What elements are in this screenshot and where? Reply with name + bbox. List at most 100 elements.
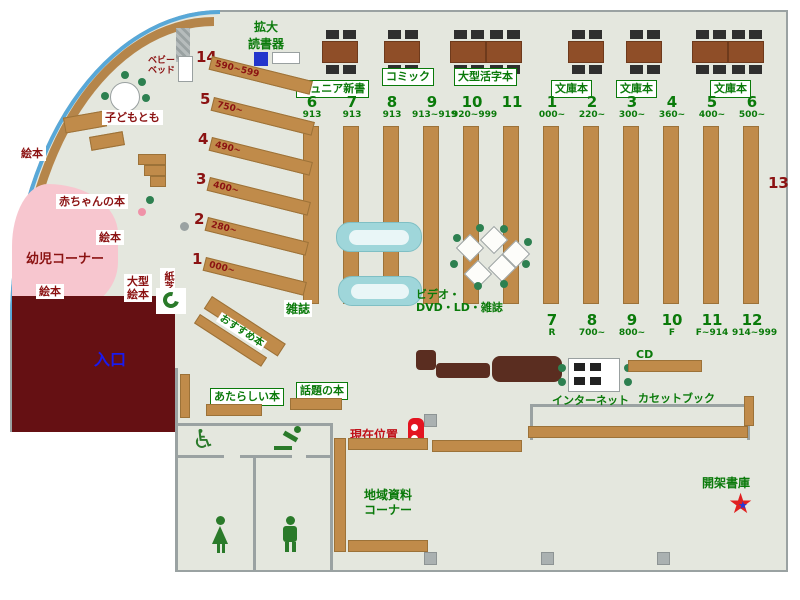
picture-books-label: 絵本 [36,284,64,299]
stacks-star-icon: ★ ★ [728,487,754,520]
service-counter [436,363,490,378]
wall [330,423,333,572]
chair-dot [624,378,632,386]
shelf-range: F [668,328,676,338]
kodomo-tomo-label: 子どもとも [102,110,163,125]
entrance-area [12,296,175,432]
shelf-range: 800~ [618,328,646,338]
internet-label: インターネット [552,394,629,407]
baby-bed-line1: ベビー [148,56,176,66]
bookshelf [583,126,599,304]
shelf-range: 300~ [618,110,646,120]
outside-area [8,432,176,574]
wall [175,423,333,426]
reading-table [322,30,360,74]
wall [240,455,292,458]
magnifier-desk [272,52,300,64]
study-tables-cluster [448,220,544,296]
bookshelf [623,126,639,304]
shelf-number: 9 [426,93,438,111]
bookshelf [528,426,748,438]
shelf-number: 11 [501,93,523,111]
man-restroom-icon [280,516,304,556]
bookshelf [348,540,428,552]
wall-block [176,28,190,62]
entrance-label: 入口 [94,350,127,369]
toddler-corner-label: 幼児コーナー [26,252,105,267]
baby-changing-icon [274,426,304,456]
shelf-number: 10 [461,93,483,111]
bookshelf [423,126,439,304]
chair-dot [558,378,566,386]
stool-icon [138,208,146,216]
bookshelf [180,374,190,418]
wall [306,455,332,458]
woman-restroom-icon [208,516,232,556]
bookshelf [663,126,679,304]
baby-bed-line2: ベッド [148,66,176,76]
large-picture-line2: 絵本 [127,288,149,301]
shelf-number: 7 [546,311,558,329]
shelf-range: 400~ [698,110,726,120]
shelf-number: 8 [386,93,398,111]
shelf-range: 920~999 [452,110,498,120]
shelf-number: 6 [746,93,758,111]
shelf-number: 3 [196,170,207,188]
kids-steps [138,154,174,190]
shelf-number: 4 [198,130,209,148]
shelf-number: 1 [192,250,203,268]
pillar [424,552,437,565]
cd-label: CD [636,348,654,361]
local-materials-line1: 地域資料 [363,488,412,502]
chair-dot [558,364,566,372]
kids-round-table [100,68,150,118]
shelf-number: 2 [194,210,205,228]
reading-table [692,30,730,74]
wheelchair-icon: ♿ [192,425,216,455]
section-large-print: 大型活字本 [454,68,517,86]
large-picture-books-label: 大型 絵本 [124,274,152,302]
reading-table [728,30,766,74]
shelf-number: 1 [546,93,558,111]
wall [175,368,178,572]
bench-box [156,288,186,314]
local-materials-line2: コーナー [363,503,412,517]
shelf-range: 220~ [578,110,606,120]
shelf-number: 5 [706,93,718,111]
shelf-range: R [548,328,556,338]
section-comic: コミック [382,68,434,86]
bookshelf [206,404,262,416]
bookshelf [744,396,754,426]
shelf-number: 4 [666,93,678,111]
open-stacks-label: 開架書庫 [702,476,751,490]
pillar [541,552,554,565]
magazines-label: 雑誌 [284,300,313,317]
magnifier-label-line1: 拡大 [254,20,279,34]
shelf-number-13: 13 [768,174,789,192]
picture-books-label: 絵本 [96,230,124,245]
shelf-range: 000~ [538,110,566,120]
cassette-book-label: カセットブック [638,392,715,405]
reading-table [568,30,606,74]
section-bunko-3: 文庫本 [710,80,751,98]
av-label-line2: DVD・LD・雑誌 [416,301,503,314]
shelf-range: 913~919 [412,110,458,120]
large-picture-line1: 大型 [127,275,149,288]
wall [530,404,533,440]
magnifier-label: 拡大 読書器 [248,18,284,52]
shelf-range: 913 [382,110,402,120]
shelf-number: 9 [626,311,638,329]
shelf-number: 3 [626,93,638,111]
bookshelf [743,126,759,304]
shelf-number: 5 [200,90,211,108]
section-bunko-1: 文庫本 [551,80,592,98]
pillar [424,414,437,427]
bookshelf [628,360,702,372]
shelf-range: F~914 [695,328,729,338]
bookshelf [703,126,719,304]
shelf-number: 12 [741,311,763,329]
stool-icon [146,196,154,204]
wall [176,455,224,458]
shelf-number: 2 [586,93,598,111]
